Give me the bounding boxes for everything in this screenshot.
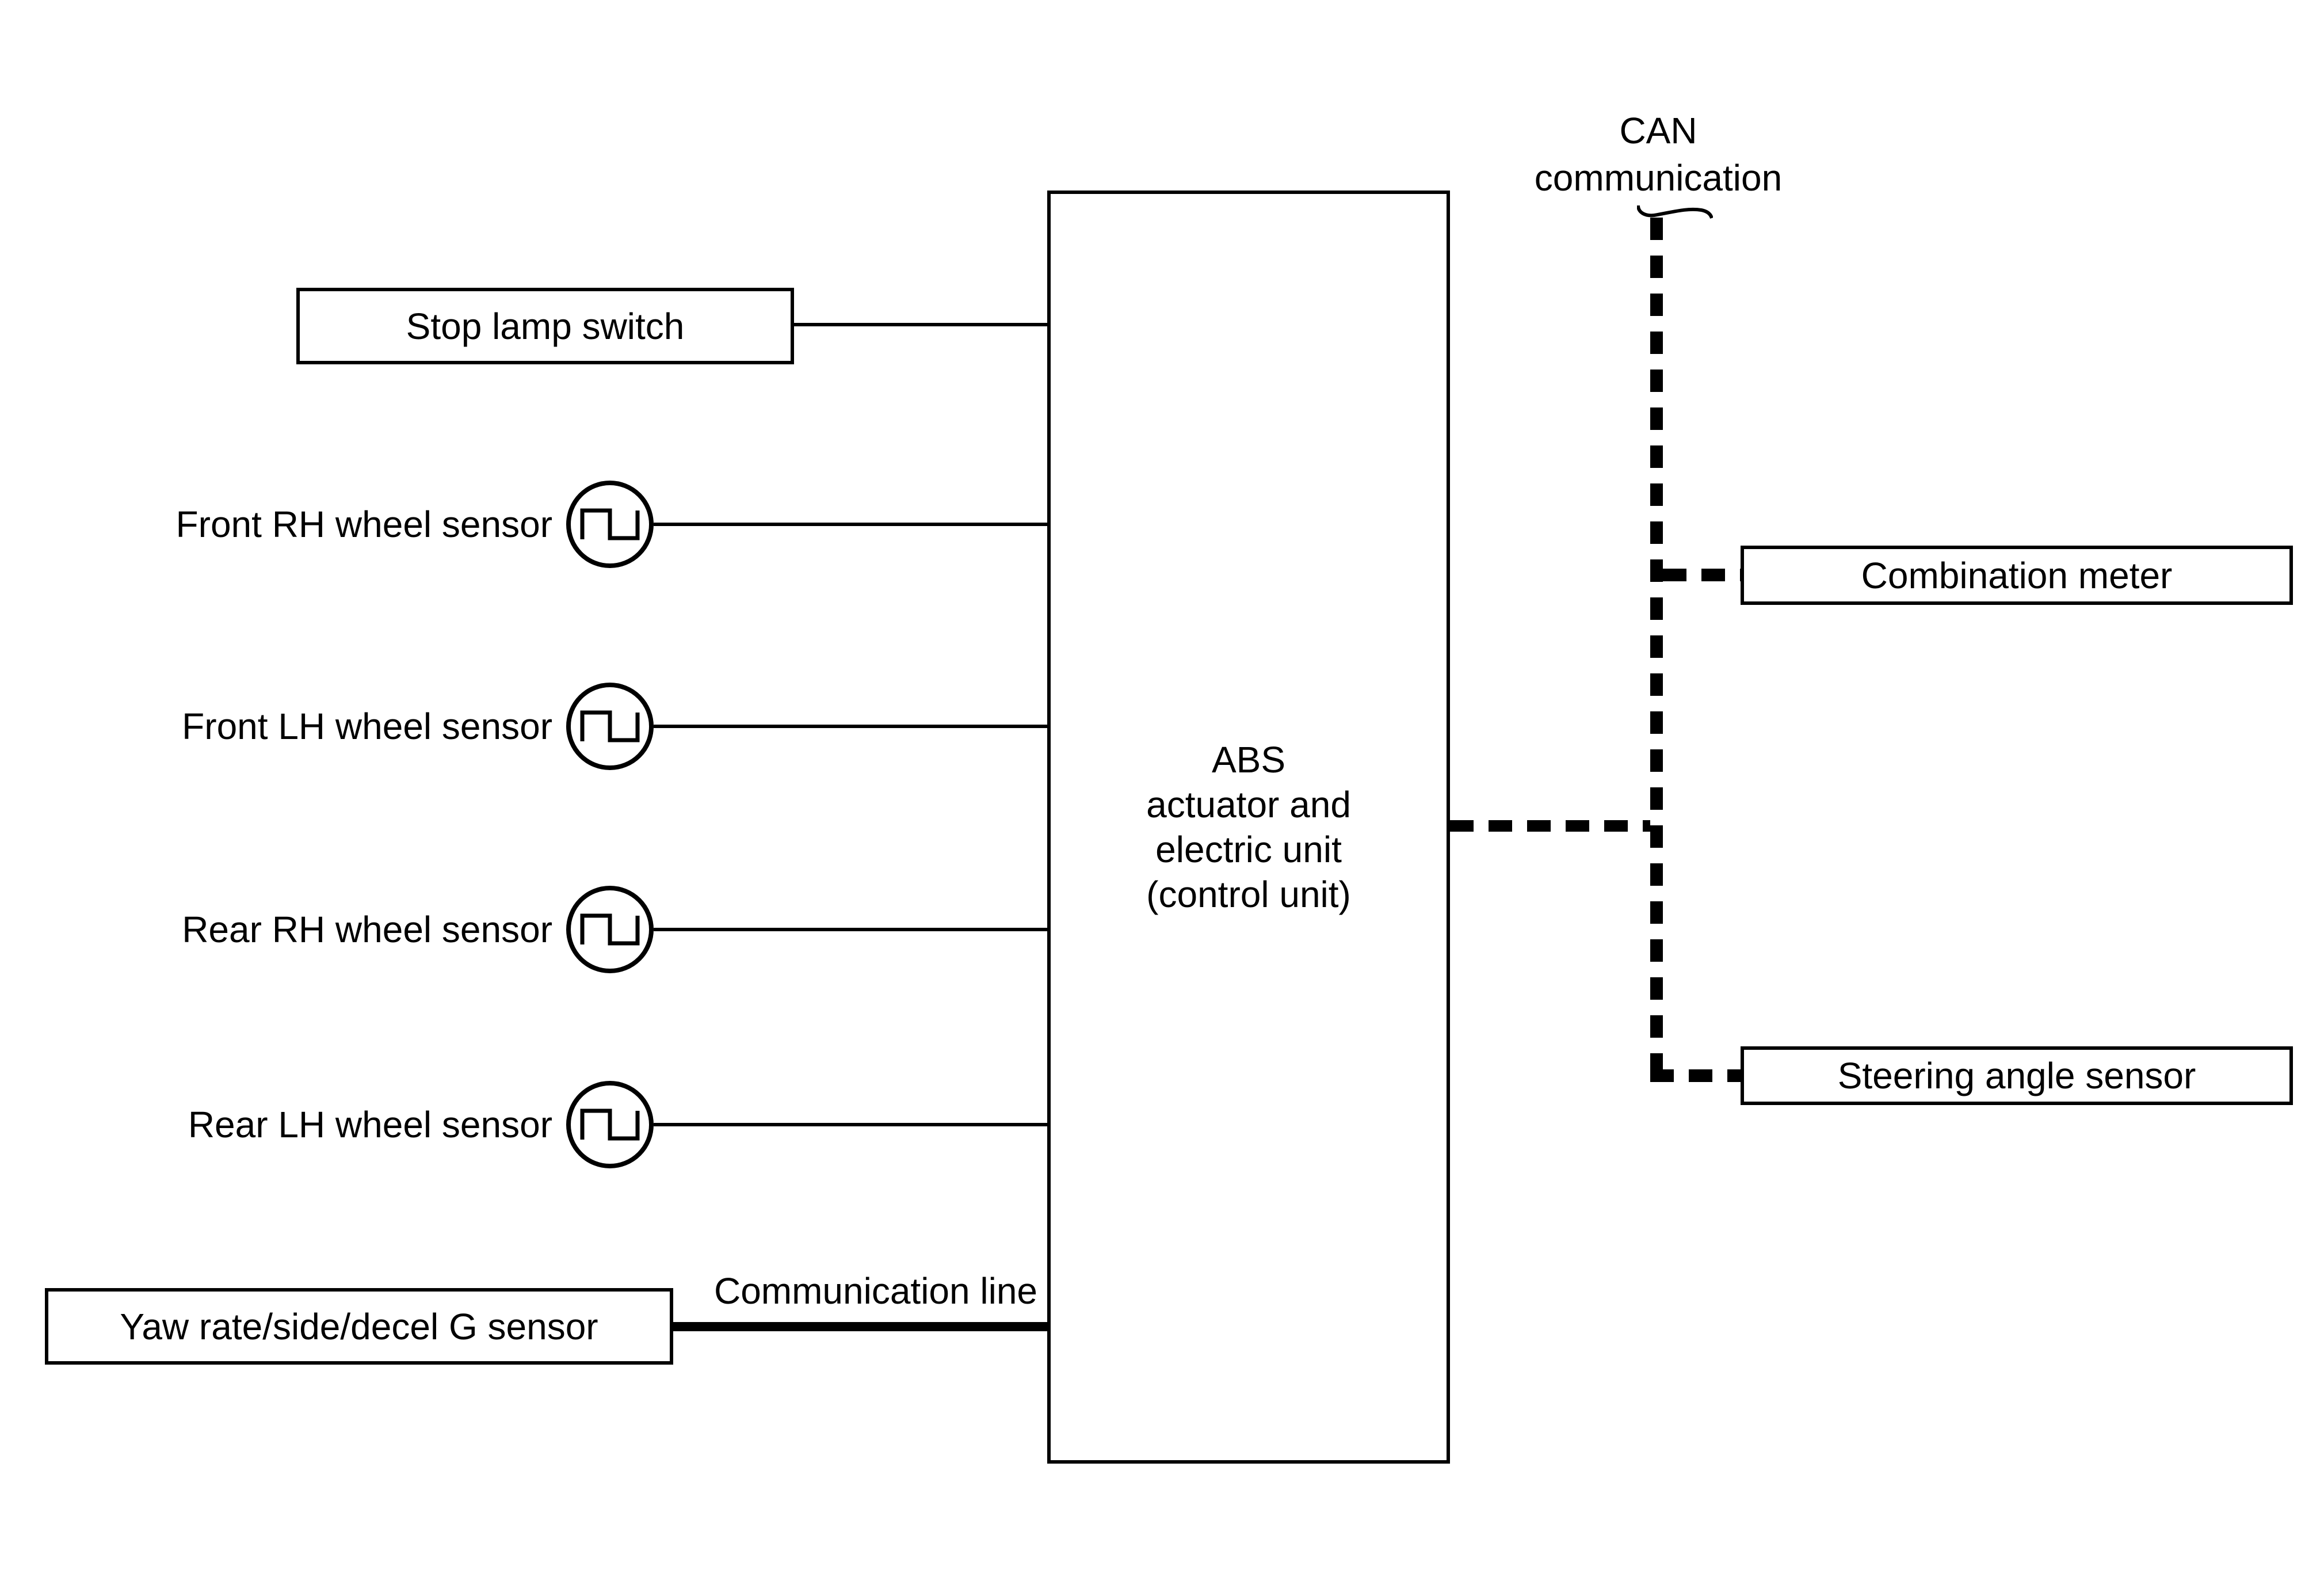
communication-line	[673, 1322, 1047, 1331]
yaw-rate-sensor-box: Yaw rate/side/decel G sensor	[45, 1288, 673, 1365]
abs-label-line4: (control unit)	[1146, 874, 1351, 915]
can-line-to-combination-meter	[1663, 569, 1741, 581]
wheel-sensor-label-front-lh: Front LH wheel sensor	[182, 706, 552, 747]
yaw-rate-sensor-label: Yaw rate/side/decel G sensor	[120, 1305, 598, 1347]
pulse-signal-icon	[566, 1081, 654, 1168]
combination-meter-label: Combination meter	[1861, 554, 2173, 596]
wheel-sensor-label-rear-rh: Rear RH wheel sensor	[182, 909, 552, 950]
pulse-signal-icon	[566, 886, 654, 973]
wheel-sensor-label-rear-lh: Rear LH wheel sensor	[188, 1104, 552, 1145]
square-wave-icon	[580, 508, 640, 540]
can-label-line2: communication	[1534, 157, 1783, 199]
abs-label-line1: ABS	[1211, 739, 1286, 780]
can-brace-icon	[1637, 205, 1713, 219]
abs-label-line3: electric unit	[1155, 829, 1342, 870]
can-line-abs-to-bus	[1450, 820, 1650, 832]
abs-label-line2: actuator and	[1146, 784, 1351, 825]
can-bus-line	[1650, 218, 1663, 1082]
abs-control-unit-box: ABS actuator and electric unit (control …	[1047, 191, 1450, 1464]
combination-meter-box: Combination meter	[1741, 546, 2293, 605]
pulse-signal-icon	[566, 683, 654, 770]
square-wave-icon	[580, 1109, 640, 1141]
can-communication-label: CAN communication	[1428, 107, 1888, 201]
can-line-corner	[1650, 1069, 1663, 1082]
connector-rear-lh-to-abs	[654, 1123, 1047, 1126]
steering-angle-sensor-label: Steering angle sensor	[1837, 1055, 2196, 1096]
stop-lamp-switch-box: Stop lamp switch	[296, 288, 794, 364]
square-wave-icon	[580, 913, 640, 946]
steering-angle-sensor-box: Steering angle sensor	[1741, 1046, 2293, 1105]
can-label-line1: CAN	[1619, 110, 1697, 151]
connector-front-lh-to-abs	[654, 725, 1047, 728]
abs-control-unit-label: ABS actuator and electric unit (control …	[1146, 737, 1351, 917]
connector-front-rh-to-abs	[654, 523, 1047, 526]
square-wave-icon	[580, 710, 640, 742]
pulse-signal-icon	[566, 481, 654, 568]
connector-rear-rh-to-abs	[654, 928, 1047, 931]
can-line-to-steering-angle-sensor	[1650, 1069, 1741, 1082]
connector-stop-lamp-to-abs	[794, 323, 1047, 326]
stop-lamp-switch-label: Stop lamp switch	[406, 305, 685, 347]
wheel-sensor-label-front-rh: Front RH wheel sensor	[175, 504, 552, 545]
communication-line-label: Communication line	[713, 1270, 1038, 1312]
